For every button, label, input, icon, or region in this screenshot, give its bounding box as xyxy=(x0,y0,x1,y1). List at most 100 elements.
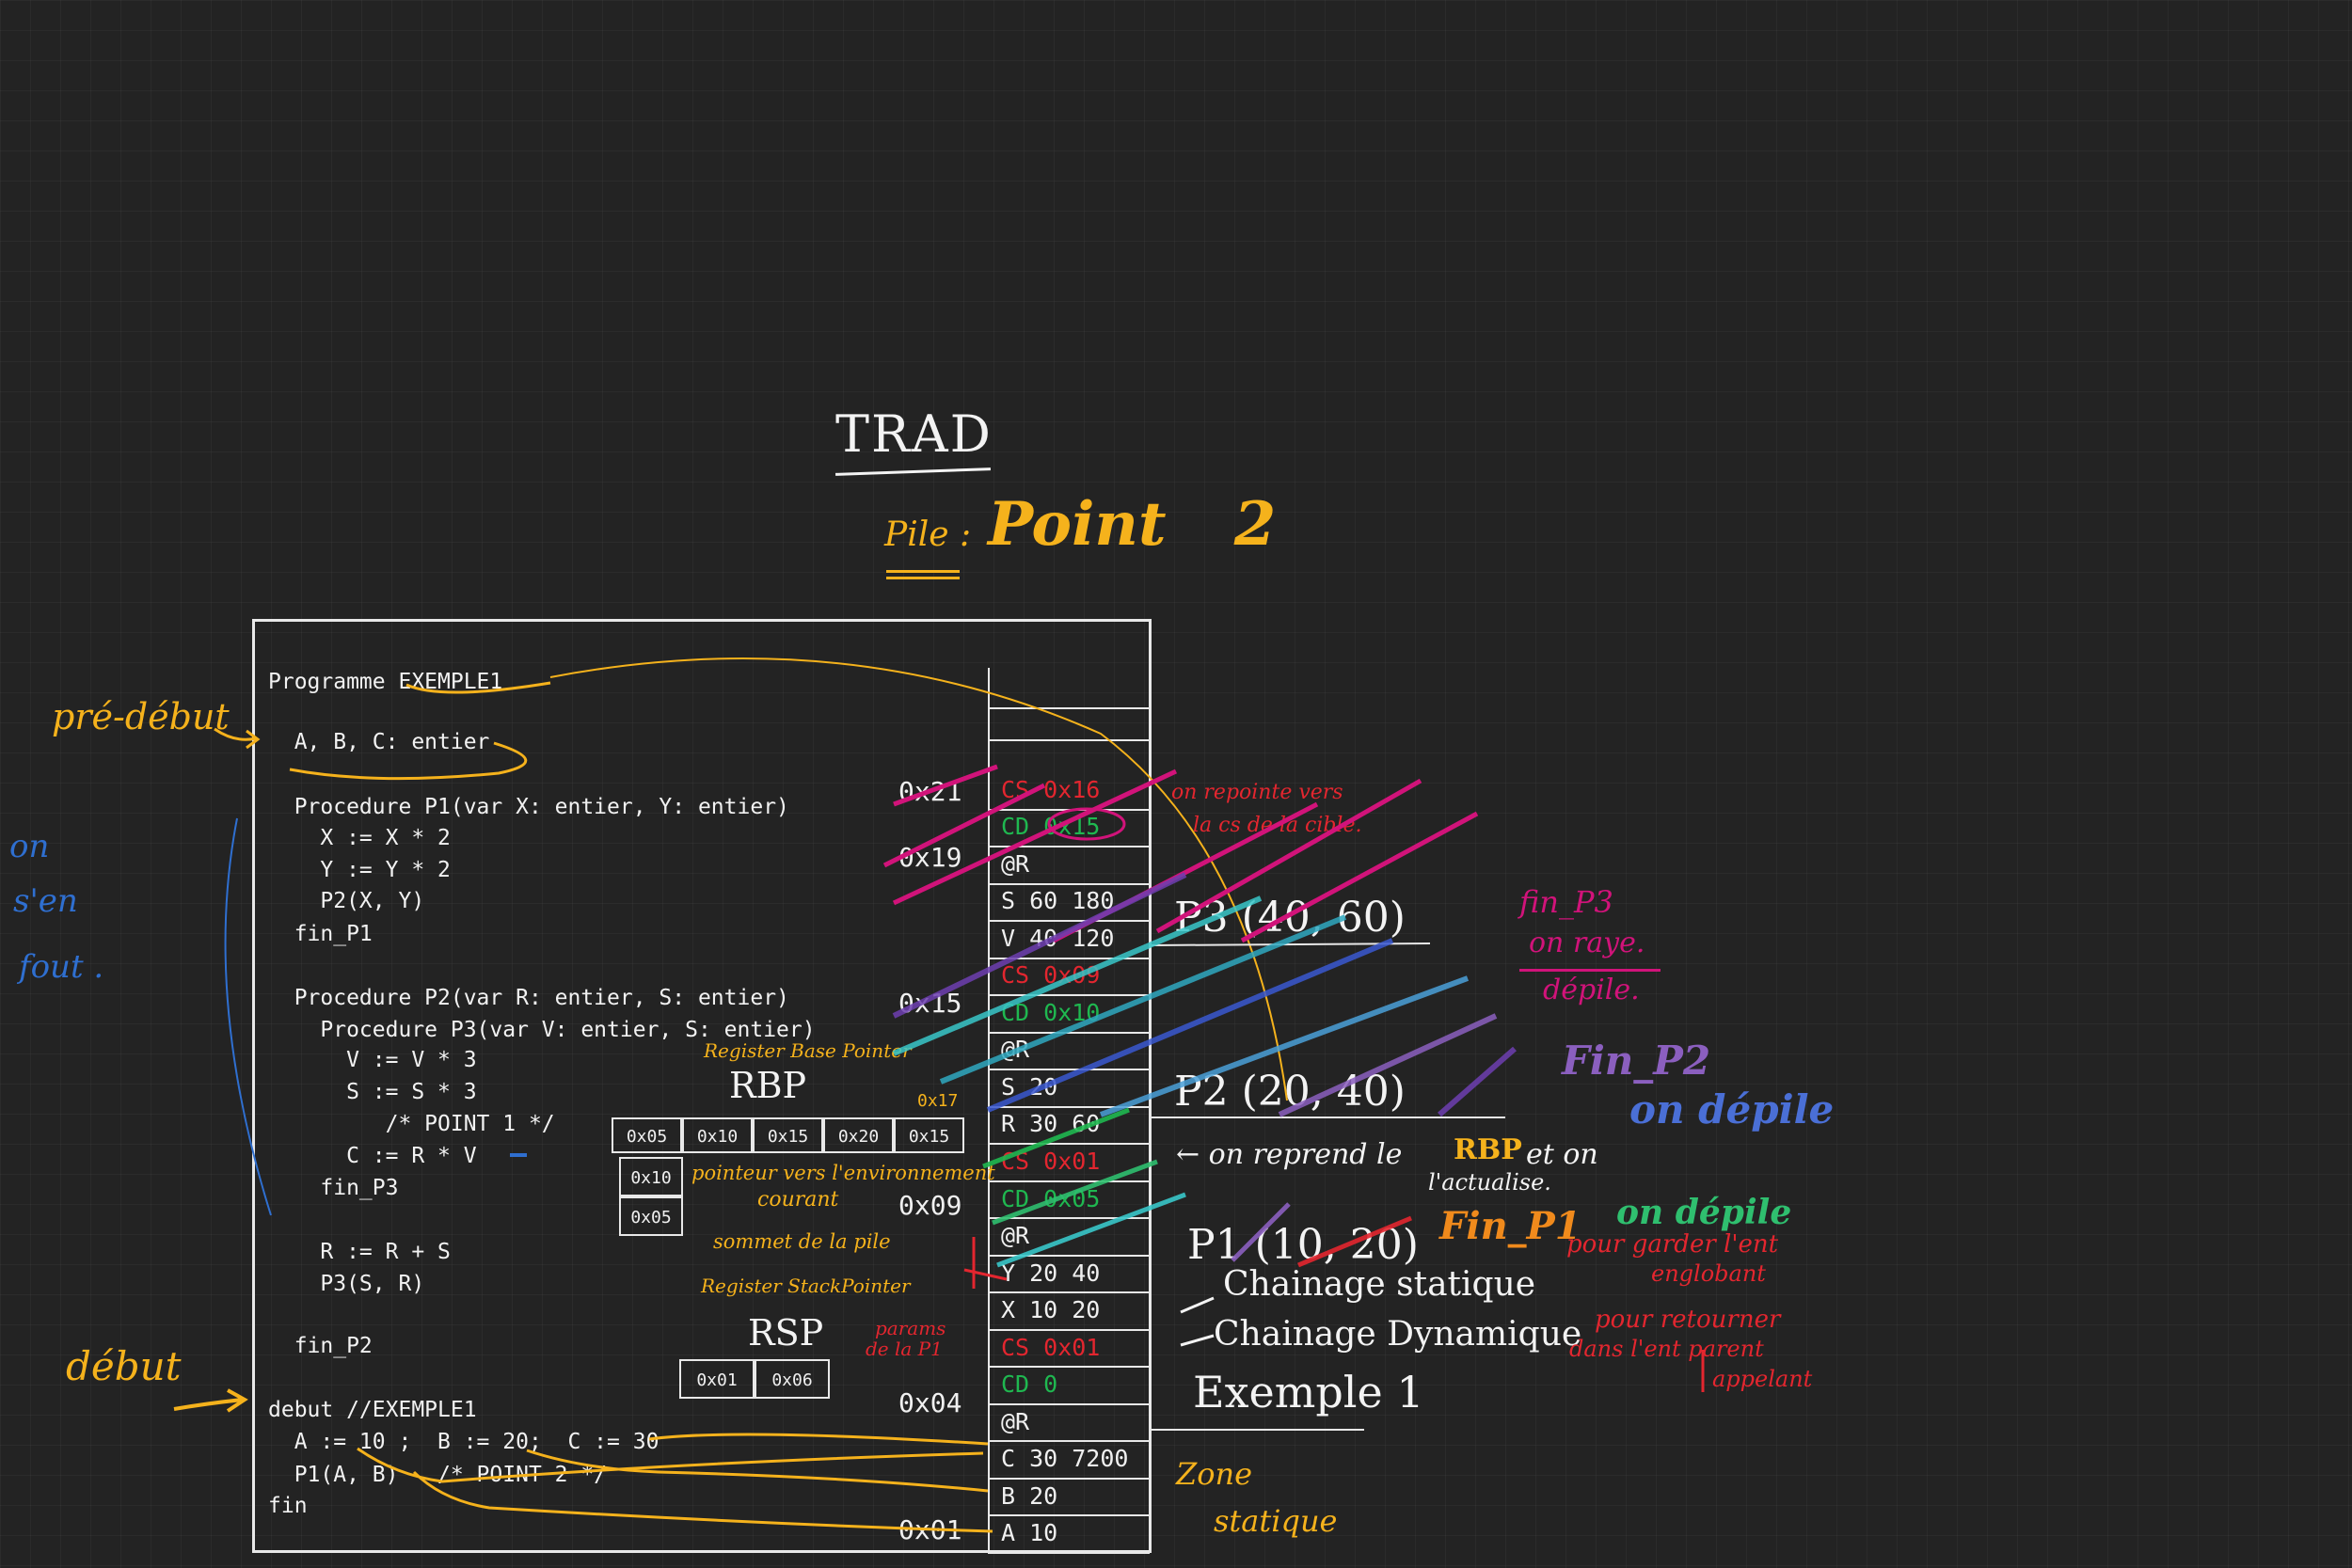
stack-row-divider xyxy=(988,739,1150,741)
exemple1-underline xyxy=(405,681,551,694)
code-line: Procedure P3(var V: entier, S: entier) xyxy=(268,1018,816,1042)
repointe-note-1: on repointe vers xyxy=(1171,781,1343,804)
register-cell: 0x05 xyxy=(612,1117,682,1153)
code-line: Procedure P2(var R: entier, S: entier) xyxy=(268,986,789,1010)
fin-p2-depile: on dépile xyxy=(1629,1086,1835,1132)
pre-debut-arrowhead xyxy=(246,729,261,750)
code-line: R := R + S xyxy=(268,1240,451,1264)
reprend-note-2: et on xyxy=(1526,1138,1598,1171)
frame-label-chainage-statique: Chainage statique xyxy=(1223,1265,1536,1304)
params-note-2: de la P1 xyxy=(866,1338,943,1360)
register-cell: 0x15 xyxy=(894,1117,964,1153)
subtitle-prefix: Pile : xyxy=(884,515,972,554)
code-line: fin_P1 xyxy=(268,922,373,946)
page-title: TRAD xyxy=(835,404,993,464)
stack-row-divider xyxy=(988,1514,1150,1517)
params-note-1: params xyxy=(875,1317,946,1339)
code-line: A, B, C: entier xyxy=(268,730,490,754)
code-line: Y := Y * 2 xyxy=(268,858,451,882)
stack-row-divider xyxy=(988,1477,1150,1480)
circle-0x15 xyxy=(1047,807,1126,841)
pointeur-note-1: pointeur vers l'environnement xyxy=(691,1162,995,1184)
frame-label-exemple: Exemple 1 xyxy=(1193,1367,1424,1418)
stack-row-divider xyxy=(988,882,1150,885)
register-cell: 0x10 xyxy=(682,1117,753,1153)
rsp-label: RSP xyxy=(748,1312,824,1354)
stack-row-divider xyxy=(988,994,1150,997)
stack-address: 0x15 xyxy=(898,988,962,1019)
stack-row-divider xyxy=(988,1180,1150,1182)
fin-p1-note: Fin_P1 xyxy=(1439,1204,1581,1248)
stack-cell: @R xyxy=(1001,1222,1030,1250)
pointeur-note-2: courant xyxy=(757,1188,839,1212)
blue-bracket xyxy=(224,817,272,1216)
register-cell: 0x01 xyxy=(679,1359,755,1399)
stack-cell: Y 20 40 xyxy=(1001,1259,1101,1287)
frame-label-chainage-dynamique: Chainage Dynamique xyxy=(1214,1315,1582,1354)
pour-retourner-note-3: appelant xyxy=(1712,1366,1813,1392)
pour-garder-note-1: pour garder l'ent xyxy=(1566,1230,1779,1259)
on-sen-fout-note-3: fout . xyxy=(19,948,104,986)
stack-row-divider xyxy=(988,1366,1150,1369)
code-line: fin_P2 xyxy=(268,1334,373,1358)
arrow-c xyxy=(648,1433,989,1446)
crossout-p3 xyxy=(882,764,1479,943)
arrow-p1 xyxy=(412,1470,993,1533)
stack-address: 0x17 xyxy=(917,1091,959,1111)
code-line: X := X * 2 xyxy=(268,826,451,850)
stack-row-divider xyxy=(988,1291,1150,1294)
register-cell: 0x05 xyxy=(619,1196,683,1236)
stack-address: 0x04 xyxy=(898,1387,962,1418)
pre-debut-arrow xyxy=(214,727,257,741)
code-line: fin_P3 xyxy=(268,1176,399,1200)
sommet-note: sommet de la pile xyxy=(713,1230,891,1253)
chainage-arrow-2 xyxy=(1180,1334,1215,1347)
code-line: S := S * 3 xyxy=(268,1080,477,1104)
debut-note: début xyxy=(66,1343,182,1389)
stack-row-divider xyxy=(988,1440,1150,1443)
rbp-label: RBP xyxy=(729,1065,807,1106)
stack-cell: CS 0x01 xyxy=(1001,1333,1101,1361)
crossout-p1 xyxy=(982,1107,1412,1268)
red-arrow xyxy=(963,1268,1008,1281)
code-line: /* POINT 1 */ xyxy=(268,1112,555,1136)
stack-right-border xyxy=(1150,630,1152,1552)
subtitle-underline xyxy=(886,570,960,573)
code-line: C := R * V xyxy=(268,1144,477,1168)
code-line: P2(X, Y) xyxy=(268,889,425,913)
chainage-arrow-1 xyxy=(1180,1296,1215,1314)
zone-statique-1: Zone xyxy=(1176,1456,1253,1492)
stack-row-divider xyxy=(988,846,1150,848)
fin-p3-note-1: fin_P3 xyxy=(1519,884,1613,920)
stack-row-divider xyxy=(988,707,1150,709)
stack-cell: @R xyxy=(1001,1407,1030,1435)
stack-row-divider xyxy=(988,1143,1150,1146)
subtitle-main: Point 2 xyxy=(988,489,1277,560)
stack-cell: CD 0 xyxy=(1001,1370,1058,1399)
zone-statique-2: statique xyxy=(1214,1503,1338,1539)
pour-retourner-note-2: dans l'ent parent xyxy=(1569,1336,1764,1362)
on-sen-fout-note-2: s'en xyxy=(13,882,78,920)
debut-arrowhead xyxy=(226,1388,248,1413)
stack-row-divider xyxy=(988,1328,1150,1331)
stack-address: 0x09 xyxy=(898,1190,962,1221)
stack-cell: R 30 60 xyxy=(1001,1110,1101,1138)
register-cell: 0x10 xyxy=(619,1157,683,1196)
rsp-title: Register StackPointer xyxy=(701,1275,911,1297)
pour-retourner-note-1: pour retourner xyxy=(1595,1306,1781,1334)
code-line: P3(S, R) xyxy=(268,1272,425,1296)
reprend-note-1: ← on reprend le xyxy=(1176,1138,1403,1171)
fin-p2-note: Fin_P2 xyxy=(1562,1037,1711,1084)
crossout-p2 xyxy=(892,872,1517,1117)
code-line: Procedure P1(var X: entier, Y: entier) xyxy=(268,795,789,819)
stack-row-divider xyxy=(988,1552,1150,1554)
code-line: P1(A, B) /* POINT 2 */ xyxy=(268,1463,608,1487)
debut-arrow xyxy=(173,1398,244,1411)
stack-cell: S 60 180 xyxy=(1001,887,1115,915)
stack-row-divider xyxy=(988,1069,1150,1071)
on-sen-fout-note-1: on xyxy=(9,828,50,865)
pre-debut-note: pré-début xyxy=(52,696,230,737)
arrow-a xyxy=(357,1447,984,1483)
stack-cell: C 30 7200 xyxy=(1001,1445,1129,1473)
